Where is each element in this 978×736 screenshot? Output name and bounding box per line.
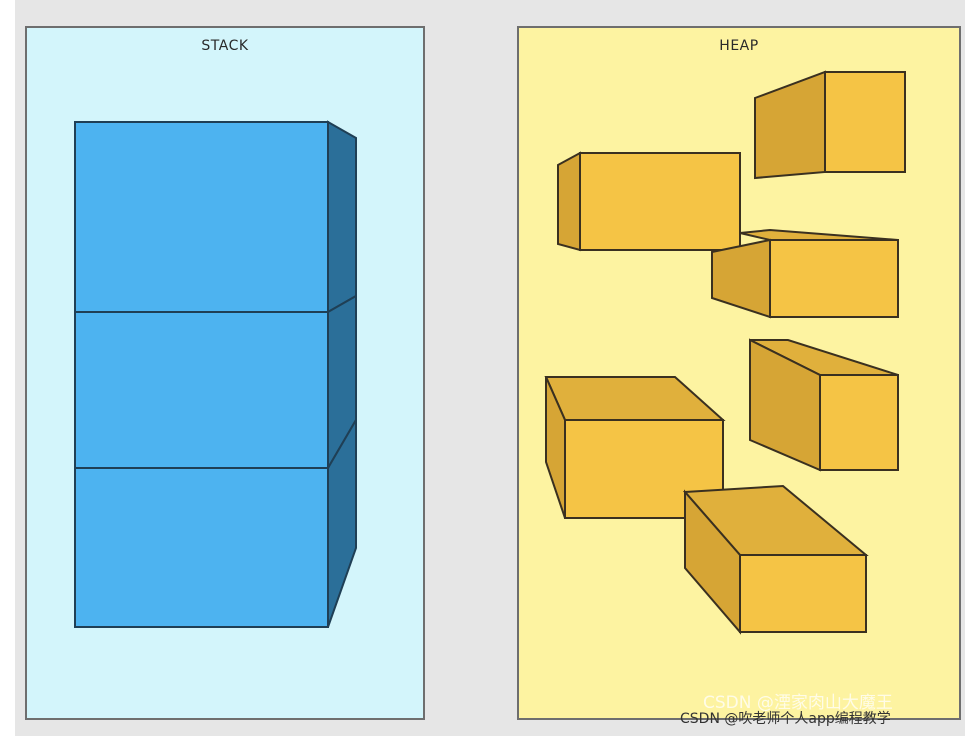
heap-box-4-front	[820, 375, 898, 470]
heap-boxes	[546, 72, 905, 632]
heap-box-1	[755, 72, 905, 178]
heap-box-3-front	[770, 240, 898, 317]
heap-box-3-side	[712, 240, 770, 317]
caption: CSDN @吹老师个人app编程教学	[680, 708, 891, 728]
heap-box-4	[750, 340, 898, 470]
heap-box-2-front	[580, 153, 740, 250]
heap-box-2-side	[558, 153, 580, 250]
heap-box-2	[558, 153, 740, 250]
heap-box-3-top	[740, 230, 898, 240]
heap-box-1-side	[755, 72, 825, 178]
stack-block-top-side	[328, 122, 356, 312]
heap-box-1-front	[825, 72, 905, 172]
stack-block-top	[75, 122, 356, 312]
stack-block-bottom-front	[75, 468, 328, 627]
heap-box-5-top	[546, 377, 723, 420]
stack-block-top-front	[75, 122, 328, 312]
stack-block-middle	[75, 296, 356, 468]
stack-blocks	[75, 122, 356, 627]
stack-block-middle-front	[75, 312, 328, 468]
heap-box-6	[685, 486, 866, 632]
heap-box-6-front	[740, 555, 866, 632]
